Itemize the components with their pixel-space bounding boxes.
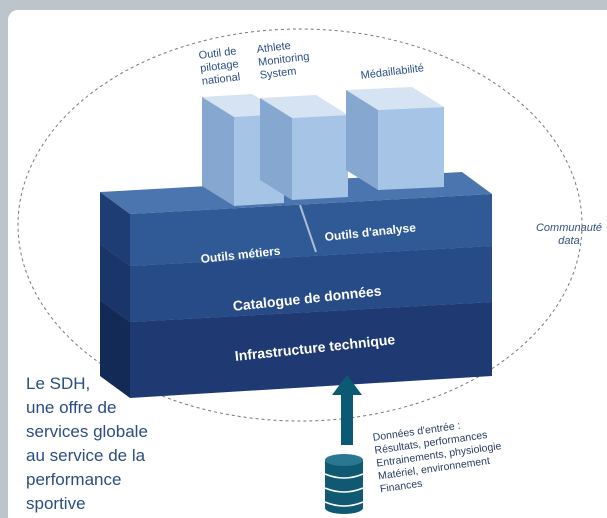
pillar-3 xyxy=(346,87,444,190)
pillar-label-2: Athlete Monitoring System xyxy=(256,39,311,82)
tools-divider xyxy=(299,204,317,253)
caption-text: Le SDH, une offre de services globale au… xyxy=(26,374,148,513)
pillar-2 xyxy=(260,95,348,200)
community-label: Communauté data xyxy=(535,222,603,247)
database-icon xyxy=(324,454,364,514)
ecosystem-boundary xyxy=(17,28,583,422)
pillar-label-1: Outil de pilotage national xyxy=(198,45,241,88)
input-arrow xyxy=(332,375,362,445)
